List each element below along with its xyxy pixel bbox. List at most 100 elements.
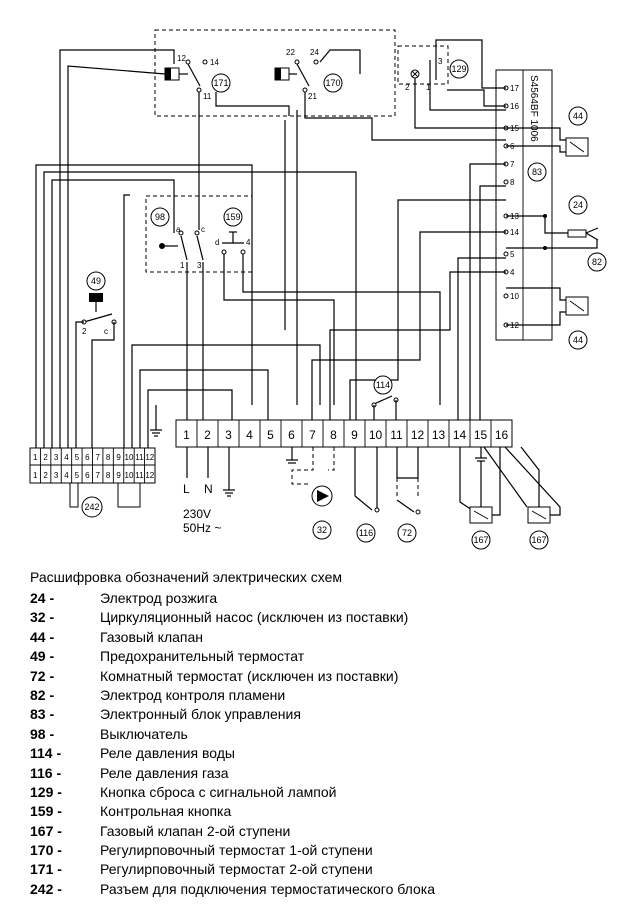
legend-description: Электрод розжига (100, 590, 218, 606)
legend-code: 24 - (30, 590, 55, 606)
connector-pin-label: 7 (95, 453, 100, 462)
component-tag-167: 167 (473, 535, 488, 545)
wiring-diagram: 12 14 11 171 22 24 21 170 3 2 1 129 (29, 29, 607, 550)
legend-description: Электрод контроля пламени (100, 686, 286, 703)
terminal-label: 4 (246, 428, 253, 442)
legend-item: 116 - Реле давления газа (30, 764, 630, 783)
connector-pin-label: 5 (75, 453, 80, 462)
legend-code: 159 - (30, 803, 62, 820)
ignition-electrode-24: 24 (506, 195, 599, 241)
connector-pin-label: 2 (43, 453, 48, 462)
connector-pin-label: 9 (116, 453, 121, 462)
connector-pin-label: 6 (85, 471, 90, 480)
control-unit-pin (503, 251, 509, 257)
room-thermostat-72: 72 (396, 447, 421, 543)
circulation-pump-32: 32 (286, 447, 335, 540)
component-tag-114: 114 (376, 380, 390, 390)
connector-pin-label: 10 (125, 453, 134, 462)
legend-description: Кнопка сброса с сигнальной лампой (100, 783, 337, 800)
legend-code: 129 - (30, 783, 62, 800)
contact-label: 21 (308, 92, 317, 101)
contact-label: 14 (210, 58, 219, 67)
terminal-label: 1 (183, 428, 190, 442)
terminal-label: 6 (288, 428, 295, 442)
legend-item: 171 - Регулирповочный термостат 2-ой ступ… (30, 860, 630, 879)
control-unit-pin-label: 16 (510, 102, 519, 111)
supply-l-label: L (183, 482, 190, 496)
connector-pin-label: 5 (75, 471, 80, 480)
flame-electrode-82: 82 (506, 240, 607, 272)
control-unit-pin-label: 14 (510, 228, 519, 237)
connector-pin-label: 8 (106, 453, 111, 462)
legend-code: 242 - (30, 880, 62, 897)
legend-code: 170 - (30, 842, 62, 859)
legend-item: 129 - Кнопка сброса с сигнальной лампой (30, 783, 630, 802)
legend-code: 49 - (30, 648, 55, 665)
connector-pin-label: 3 (54, 453, 59, 462)
terminal-label: 2 (204, 428, 211, 442)
contact-label: 24 (310, 48, 319, 57)
connector-pin-label: 12 (145, 471, 154, 480)
check-button-159: 159 d 4 (215, 207, 251, 255)
supply-frequency: 50Hz ~ (183, 521, 221, 535)
component-tag-72: 72 (402, 528, 412, 538)
terminal-label: 12 (411, 428, 425, 442)
contact-label: c (201, 225, 205, 234)
control-unit-pin (503, 293, 509, 299)
component-tag-83: 83 (532, 167, 542, 177)
legend-item: 159 - Контрольная кнопка (30, 802, 630, 821)
terminal-label: 11 (390, 428, 403, 442)
supply-voltage: 230V (183, 507, 211, 521)
control-unit-label: S4564BF 1006 (528, 75, 539, 142)
component-tag-167: 167 (531, 535, 546, 545)
legend-item: 170 -Регулирповочный термостат 1-ой ступ… (30, 841, 630, 860)
legend-code: 82 - (30, 686, 55, 703)
legend-description: Выключатель (100, 725, 188, 742)
legend-description: Циркуляционный насос (исключен из постав… (100, 609, 409, 626)
component-tag-82: 82 (592, 257, 602, 267)
component-tag-242: 242 (84, 502, 99, 512)
legend-description: Газовый клапан (100, 628, 204, 645)
component-tag-32: 32 (317, 525, 327, 535)
connector-pin-label: 4 (64, 453, 69, 462)
legend-item: 72 -Комнатный термостат (исключен из пос… (30, 667, 630, 686)
contact-label: c (104, 327, 108, 336)
connector-pin-label: 4 (64, 471, 69, 480)
connector-pin-label: 3 (54, 471, 59, 480)
legend-description: Контрольная кнопка (100, 803, 232, 820)
legend-item: 167 -Газовый клапан 2-ой ступени (30, 822, 630, 841)
component-tag-159: 159 (225, 212, 240, 222)
legend-code: 171 - (30, 861, 62, 878)
legend-description: Газовый клапан 2-ой ступени (100, 822, 291, 839)
contact-label: d (215, 238, 219, 247)
thermostat-171: 12 14 11 171 (164, 54, 231, 101)
terminal-label: 15 (474, 428, 488, 442)
legend-description: Регулирповочный термостат 2-ой ступени (100, 861, 373, 878)
legend: Расшифровка обозначений электрических сх… (30, 568, 630, 899)
terminal-label: 10 (369, 428, 383, 442)
contact-label: a (176, 225, 181, 234)
gas-valve-44: 44 (506, 287, 589, 350)
legend-item: 49 - Предохранительный термостат (30, 647, 630, 666)
legend-code: 98 - (30, 725, 55, 742)
legend-code: 116 - (30, 764, 62, 781)
control-unit-pin-label: 17 (510, 84, 519, 93)
contact-label: 22 (286, 48, 295, 57)
legend-description: Предохранительный термостат (100, 648, 305, 665)
connector-pin-label: 11 (135, 471, 144, 480)
control-unit-pin-label: 10 (510, 292, 519, 301)
gas-pressure-switch-116: 116 (354, 447, 380, 543)
contact-label: 2 (405, 83, 410, 92)
wiring: 114 (35, 39, 506, 448)
second-stage-gas-valve-167: 167 (483, 446, 561, 550)
component-tag-116: 116 (359, 528, 373, 538)
gas-valve-44: 44 (506, 106, 589, 157)
component-tag-171: 171 (213, 78, 228, 88)
component-tag-44: 44 (573, 111, 583, 121)
connector-pin-label: 7 (95, 471, 100, 480)
legend-description: Комнатный термостат (исключен из поставк… (100, 667, 399, 684)
control-unit-pin-label: 4 (510, 268, 515, 277)
reset-button-129: 3 2 1 129 (397, 45, 469, 92)
legend-description: Реле давления газа (100, 764, 229, 781)
